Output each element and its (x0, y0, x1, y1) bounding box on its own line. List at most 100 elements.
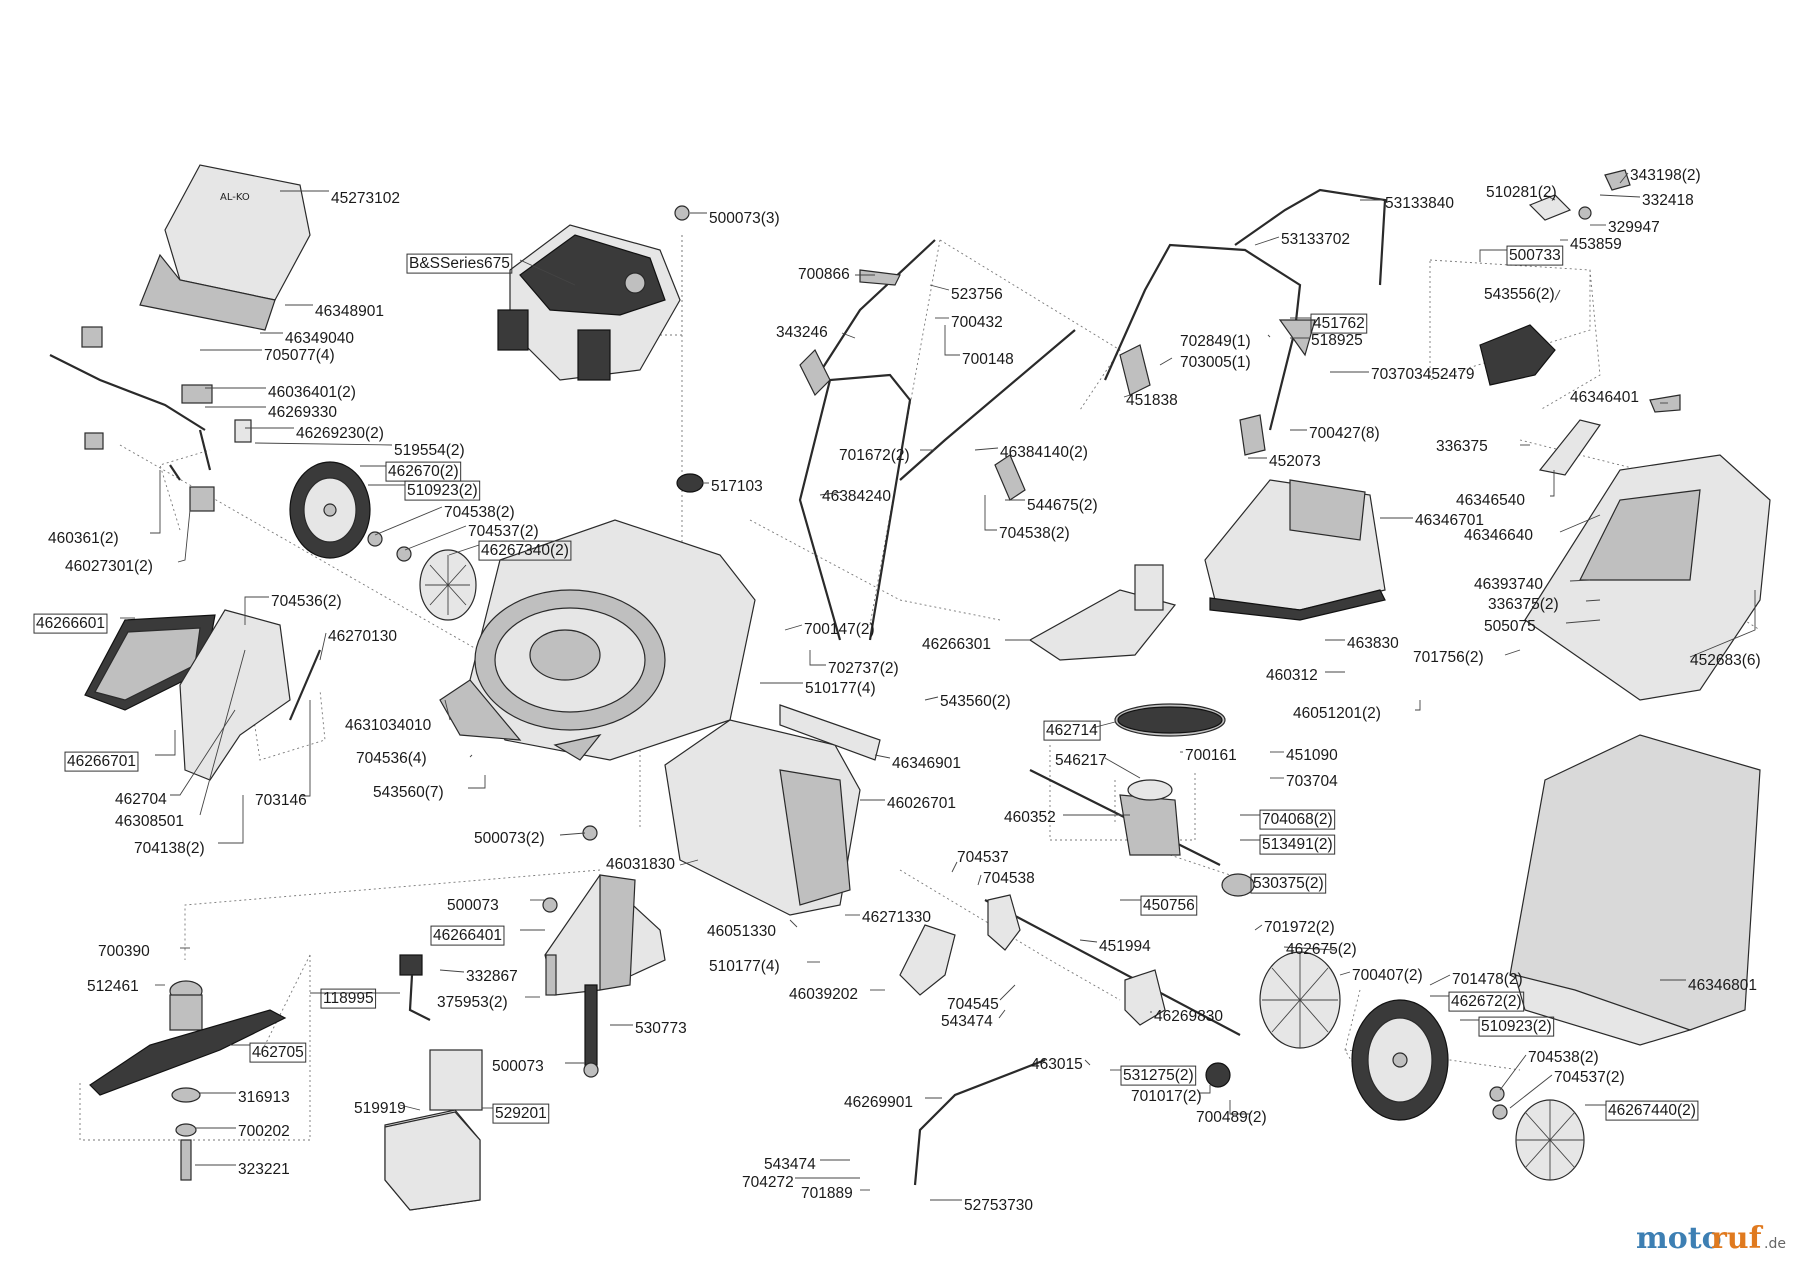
part-label-p451090: 451090 (1286, 747, 1338, 764)
part-label-p704537b: 704537 (957, 849, 1009, 866)
part-label-p46384240: 46384240 (822, 488, 891, 505)
part-label-box-p46267440 (1605, 1100, 1699, 1121)
part-label-p53133702: 53133702 (1281, 231, 1350, 248)
part-label-p703703452479: 703703452479 (1371, 366, 1474, 383)
part-label-p46051330: 46051330 (707, 923, 776, 940)
part-label-p505075: 505075 (1484, 618, 1536, 635)
part-label-p510923b: 510923(2) (1481, 1018, 1552, 1035)
part-label-p704138: 704138(2) (134, 840, 205, 857)
part-label-p46348901: 46348901 (315, 303, 384, 320)
part-label-p46266601: 46266601 (36, 615, 105, 632)
part-label-box-p46267340 (478, 540, 572, 561)
leader-lines (120, 172, 1756, 1201)
part-label-p701889: 701889 (801, 1185, 853, 1202)
part-label-p500073_2: 500073(2) (474, 830, 545, 847)
part-label-p46346401: 46346401 (1570, 389, 1639, 406)
part-label-p375953: 375953(2) (437, 994, 508, 1011)
part-label-p701972: 701972(2) (1264, 919, 1335, 936)
part-label-p543474a: 543474 (941, 1013, 993, 1030)
part-label-p46266301: 46266301 (922, 636, 991, 653)
part-label-p543474b: 543474 (764, 1156, 816, 1173)
battery-box (384, 1111, 481, 1211)
hubcap-right (1515, 1099, 1585, 1181)
watermark: moto ruf .de (1636, 1221, 1786, 1256)
part-label-p519554: 519554(2) (394, 442, 465, 459)
part-label-p500733: 500733 (1509, 247, 1561, 264)
part-label-p463015: 463015 (1031, 1056, 1083, 1073)
engine-cover: AL-KO (139, 164, 311, 331)
hubcap-left (419, 549, 477, 621)
side-deflector (84, 609, 322, 781)
part-label-p531275: 531275(2) (1123, 1067, 1194, 1084)
part-label-p543560b: 543560(2) (940, 693, 1011, 710)
rear-wheel-left (289, 461, 371, 559)
front-wheel-spoke (1259, 951, 1341, 1049)
part-label-p543560a: 543560(7) (373, 784, 444, 801)
part-label-p500073_3: 500073(3) (709, 210, 780, 227)
part-label-box-p513491 (1259, 834, 1336, 855)
part-label-p704538c: 704538 (983, 870, 1035, 887)
part-label-box-p46266401 (430, 925, 505, 946)
part-label-p704536b: 704536(4) (356, 750, 427, 767)
nut-500073-3 (674, 205, 690, 221)
part-label-p46384140: 46384140(2) (1000, 444, 1088, 461)
part-label-p46393740: 46393740 (1474, 576, 1543, 593)
part-label-p462672: 462672(2) (1451, 993, 1522, 1010)
part-label-p510177a: 510177(4) (805, 680, 876, 697)
part-label-p450756: 450756 (1143, 897, 1195, 914)
part-label-p451838: 451838 (1126, 392, 1178, 409)
part-label-p46266401: 46266401 (433, 927, 502, 944)
part-label-p343198: 343198(2) (1630, 167, 1701, 184)
part-label-p323221: 323221 (238, 1161, 290, 1178)
brand-logo: AL-KO (220, 192, 250, 203)
part-label-p704537c: 704537(2) (1554, 1069, 1625, 1086)
part-label-p46269901: 46269901 (844, 1094, 913, 1111)
part-label-p46346801: 46346801 (1688, 977, 1757, 994)
part-label-p462714: 462714 (1046, 722, 1098, 739)
part-label-p702737: 702737(2) (828, 660, 899, 677)
part-label-box-p46266601 (33, 613, 108, 634)
part-label-p700147: 700147(2) (804, 621, 875, 638)
part-label-p451762: 451762 (1313, 315, 1365, 332)
grass-bag-frame (1524, 394, 1771, 701)
part-label-p530773: 530773 (635, 1020, 687, 1037)
engine (497, 224, 681, 381)
part-label-p530375: 530375(2) (1253, 875, 1324, 892)
switch-assembly (1479, 169, 1631, 386)
part-label-p705077: 705077(4) (264, 347, 335, 364)
part-label-p701756: 701756(2) (1413, 649, 1484, 666)
part-label-p523756: 523756 (951, 286, 1003, 303)
part-label-p452073: 452073 (1269, 453, 1321, 470)
part-label-box-p46266701 (64, 751, 139, 772)
washer-704538 (1489, 1086, 1505, 1102)
part-label-box-p462672 (1448, 991, 1525, 1012)
part-label-p46036401: 46036401(2) (268, 384, 356, 401)
part-label-p460312: 460312 (1266, 667, 1318, 684)
part-label-p703704: 703704 (1286, 773, 1338, 790)
part-label-p46026701: 46026701 (887, 795, 956, 812)
part-label-p546217: 546217 (1055, 752, 1107, 769)
part-label-p704538d: 704538(2) (1528, 1049, 1599, 1066)
part-label-p462675: 462675(2) (1286, 941, 1357, 958)
part-label-p701478: 701478(2) (1452, 971, 1523, 988)
part-label-p704537a: 704537(2) (468, 523, 539, 540)
rear-baffle (664, 704, 881, 916)
part-label-box-p529201 (492, 1103, 550, 1124)
part-label-p700161: 700161 (1185, 747, 1237, 764)
nut-500073 (542, 897, 558, 913)
bushing-517103 (676, 473, 704, 493)
part-label-p46039202: 46039202 (789, 986, 858, 1003)
part-label-p460361: 460361(2) (48, 530, 119, 547)
part-label-p46027301: 46027301(2) (65, 558, 153, 575)
part-label-p510177b: 510177(4) (709, 958, 780, 975)
part-label-p451994: 451994 (1099, 938, 1151, 955)
part-label-p701672: 701672(2) (839, 447, 910, 464)
rear-axle-parts (49, 326, 412, 562)
part-label-p513491: 513491(2) (1262, 836, 1333, 853)
part-label-p701017: 701017(2) (1131, 1088, 1202, 1105)
part-label-p462704: 462704 (115, 791, 167, 808)
rear-flap (1204, 479, 1386, 621)
part-label-p332418: 332418 (1642, 192, 1694, 209)
watermark-suffix: .de (1764, 1236, 1786, 1252)
upper-handle (1103, 188, 1387, 456)
